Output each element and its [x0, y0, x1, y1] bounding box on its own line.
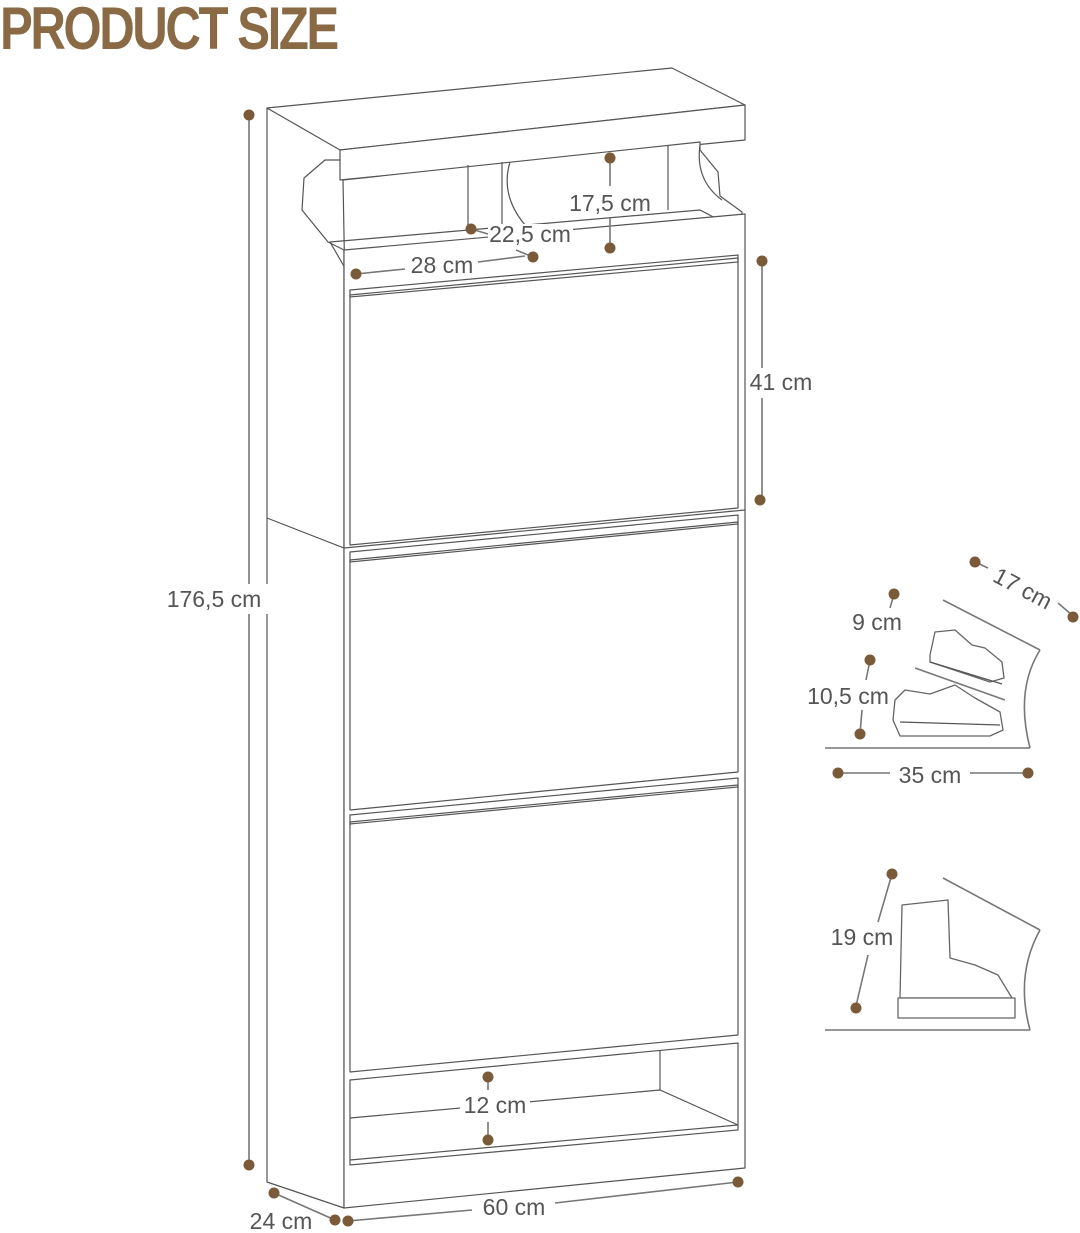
flap-height-label: 41 cm	[750, 369, 813, 395]
boot-storage-illustration	[825, 877, 1041, 1031]
shoe-cabinet-drawing	[266, 67, 746, 1209]
flap-door-2	[349, 521, 739, 811]
depth-label: 24 cm	[250, 1208, 313, 1233]
bottom-open-shelf	[349, 1042, 739, 1166]
dimension-dot	[754, 494, 766, 506]
dimension-dot	[850, 1002, 862, 1014]
dimension-dot	[604, 152, 616, 164]
dimension-dot	[482, 1134, 494, 1146]
dimension-dot	[1067, 611, 1079, 623]
width-label: 60 cm	[483, 1194, 546, 1220]
running-shoe-icon	[892, 684, 1004, 737]
dimension-dot	[756, 255, 768, 267]
dimension-dot	[886, 868, 898, 880]
page-title: PRODUCT SIZE	[0, 0, 339, 62]
dimension-dot	[969, 556, 981, 568]
dimension-dot	[350, 268, 362, 280]
dimension-dot	[832, 767, 844, 779]
dimension-labels: 176,5 cm 41 cm 17,5 cm 22,5 cm 28 cm 12 …	[160, 190, 1057, 1233]
dimension-dot	[732, 1176, 744, 1188]
dimension-dot	[243, 1159, 255, 1171]
dimension-dot	[268, 1187, 280, 1199]
boot-icon	[897, 899, 1016, 1019]
dimension-dot	[1022, 767, 1034, 779]
top-compartment-depth-label: 22,5 cm	[489, 221, 571, 247]
total-height-label: 176,5 cm	[167, 586, 262, 612]
dimension-dot	[329, 1214, 341, 1226]
dimension-dot	[342, 1215, 354, 1227]
flap-door-3	[349, 784, 739, 1073]
shoe-length-label: 35 cm	[899, 762, 962, 788]
top-compartment-width-label: 28 cm	[411, 252, 474, 278]
shoe-upper-height-label: 9 cm	[852, 609, 902, 635]
dimension-dot	[888, 588, 900, 600]
top-compartment-height-label: 17,5 cm	[569, 190, 651, 216]
dimension-dot	[864, 654, 876, 666]
shoe-lower-height-label: 10,5 cm	[807, 683, 889, 709]
sneaker-icon	[929, 629, 1005, 685]
dimension-dot	[854, 728, 866, 740]
cabinet-top-front	[339, 104, 746, 181]
dimension-dot	[604, 242, 616, 254]
boot-height-label: 19 cm	[831, 924, 894, 950]
cabinet-side-panel	[266, 107, 345, 1209]
shoe-section-depth-label: 17 cm	[989, 562, 1057, 614]
flap-door-1	[349, 257, 739, 546]
bottom-shelf-height-label: 12 cm	[464, 1092, 527, 1118]
dimension-lines	[243, 109, 1079, 1227]
dimension-dot	[527, 251, 539, 263]
dimension-dot	[243, 109, 255, 121]
dimension-dot	[465, 223, 477, 235]
dimension-dot	[482, 1071, 494, 1083]
shoe-storage-illustration	[825, 599, 1041, 749]
